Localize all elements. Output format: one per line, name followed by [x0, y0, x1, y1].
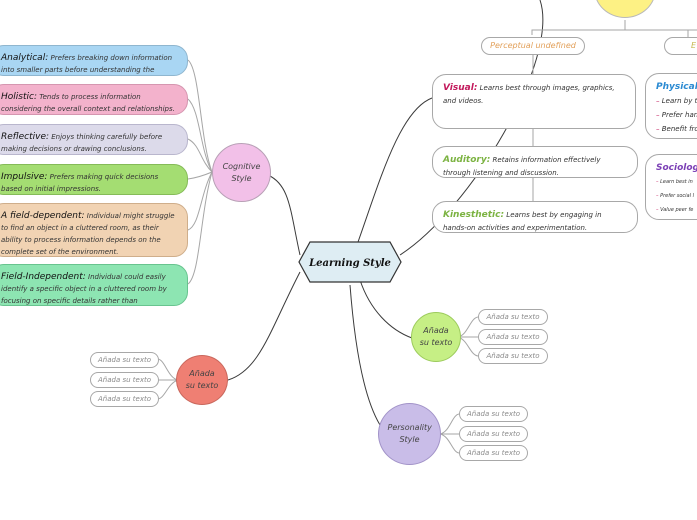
link-central-personality — [349, 284, 381, 426]
field-dependent-card[interactable]: A field-dependent: Individual might stru… — [0, 203, 188, 257]
central-topic[interactable]: Learning Style — [298, 241, 402, 283]
holistic-card[interactable]: Holistic: Tends to process information c… — [0, 84, 188, 115]
green-leaf-2[interactable]: Añada su texto — [478, 329, 548, 345]
red-leaf-2[interactable]: Añada su texto — [90, 372, 159, 388]
environmental-label[interactable]: E — [664, 37, 697, 55]
link-central-cognitive — [267, 174, 301, 256]
reflective-card[interactable]: Reflective: Enjoys thinking carefully be… — [0, 124, 188, 155]
red-topic-node[interactable]: Añada su texto — [176, 355, 228, 405]
green-leaf-1[interactable]: Añada su texto — [478, 309, 548, 325]
personality-leaf-1[interactable]: Añada su texto — [459, 406, 528, 422]
personality-leaf-3[interactable]: Añada su texto — [459, 445, 528, 461]
link-central-green — [359, 279, 413, 339]
cognitive-style-label: Cognitive Style — [222, 161, 261, 183]
physical-card[interactable]: Physical Learn by t Prefer han Benefit f… — [645, 73, 697, 139]
auditory-card[interactable]: Auditory: Retains information effectivel… — [432, 146, 638, 178]
red-leaf-3[interactable]: Añada su texto — [90, 391, 159, 407]
link-central-top — [399, 0, 544, 256]
link-central-red — [227, 271, 301, 381]
impulsive-card[interactable]: Impulsive: Prefers making quick decision… — [0, 164, 188, 195]
sociological-card[interactable]: Sociologi Learn best in Prefer social l … — [645, 154, 697, 220]
analytical-card[interactable]: Analytical: Prefers breaking down inform… — [0, 45, 188, 76]
green-topic-node[interactable]: Añada su texto — [411, 312, 461, 362]
link-central-visual — [357, 97, 433, 243]
central-topic-label: Learning Style — [308, 258, 391, 269]
field-independent-card[interactable]: Field-Independent: Individual could easi… — [0, 264, 188, 306]
perceptual-undefined-label[interactable]: Perceptual undefined — [481, 37, 585, 55]
kinesthetic-card[interactable]: Kinesthetic: Learns best by engaging in … — [432, 201, 638, 233]
cognitive-style-node[interactable]: Cognitive Style — [212, 143, 271, 202]
green-leaf-3[interactable]: Añada su texto — [478, 348, 548, 364]
visual-card[interactable]: Visual: Learns best through images, grap… — [432, 74, 636, 129]
personality-style-node[interactable]: Personality Style — [378, 403, 441, 465]
personality-leaf-2[interactable]: Añada su texto — [459, 426, 528, 442]
red-leaf-1[interactable]: Añada su texto — [90, 352, 159, 368]
